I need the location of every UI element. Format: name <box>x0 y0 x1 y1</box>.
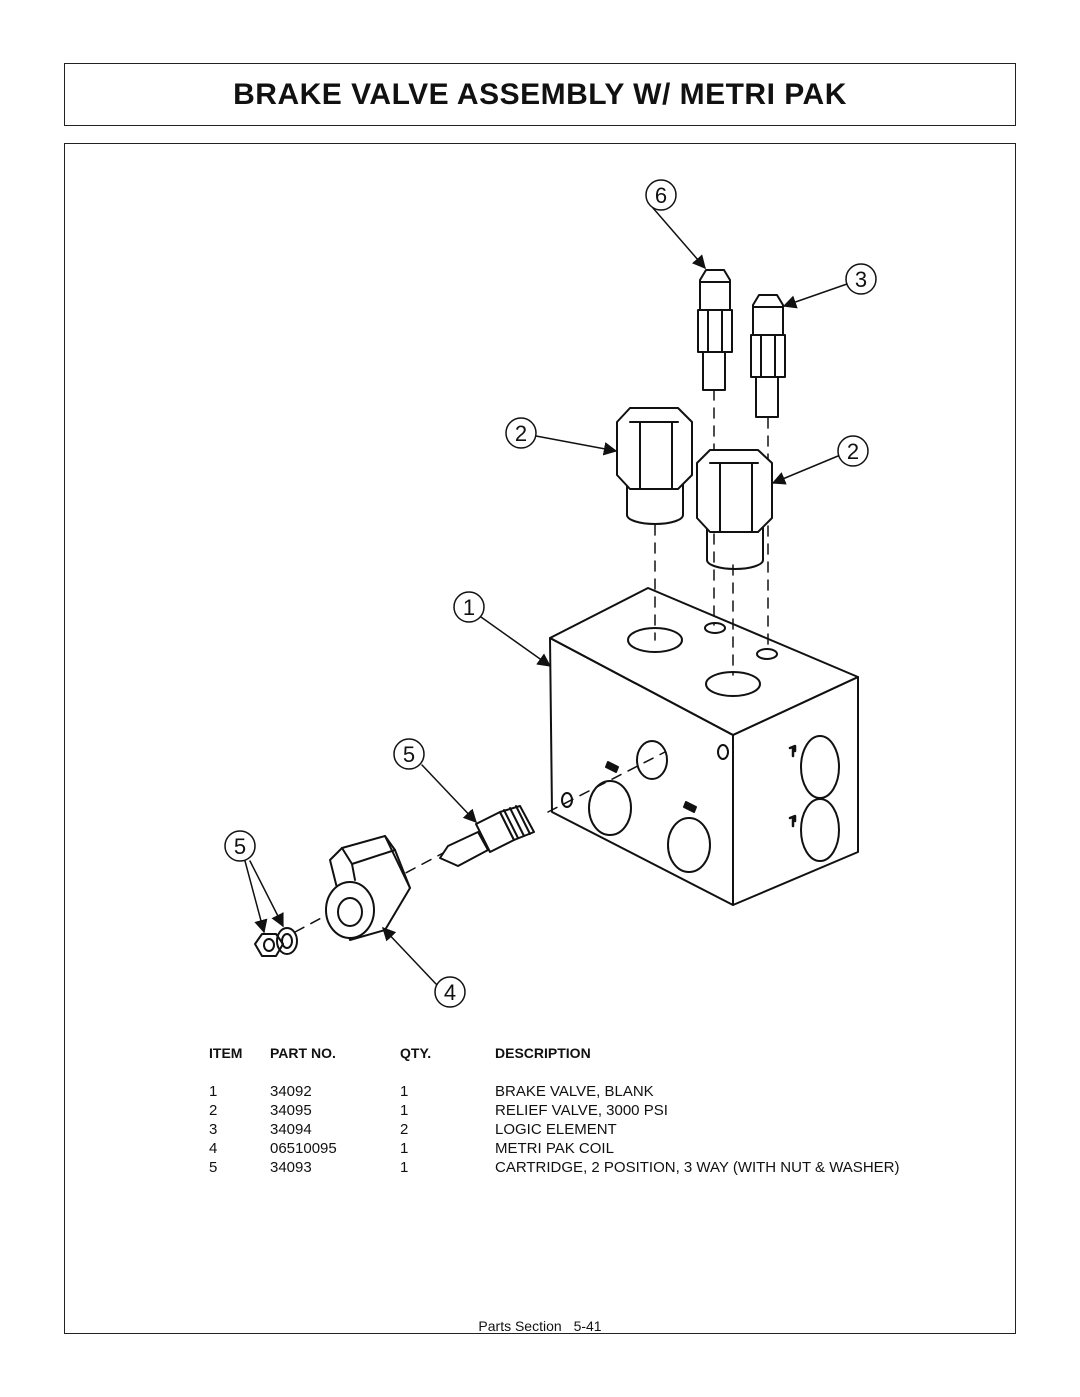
callout-6: 6 <box>645 179 677 211</box>
header-qty: QTY. <box>400 1045 432 1061</box>
callout-4: 4 <box>434 976 466 1008</box>
footer-page-number: 5-41 <box>573 1318 602 1334</box>
cell-item: 1 <box>209 1083 218 1100</box>
brake-valve-block <box>549 587 859 906</box>
svg-text:2: 2 <box>515 421 527 446</box>
cell-item: 4 <box>209 1140 218 1157</box>
exploded-view-diagram: 6 3 2 2 1 5 5 4 <box>224 179 877 1008</box>
callout-1: 1 <box>453 591 485 623</box>
metri-pak-coil <box>325 835 411 941</box>
cell-qty: 1 <box>400 1083 409 1100</box>
svg-text:3: 3 <box>855 267 867 292</box>
svg-text:5: 5 <box>403 742 415 767</box>
logic-element-left <box>697 269 733 391</box>
cell-description: LOGIC ELEMENT <box>495 1121 617 1138</box>
page-footer: Parts Section 5-41 <box>0 1318 1080 1334</box>
svg-text:6: 6 <box>655 183 667 208</box>
cell-description: METRI PAK COIL <box>495 1140 614 1157</box>
callout-2-left: 2 <box>505 417 537 449</box>
cell-part-no: 34094 <box>270 1121 312 1138</box>
svg-text:2: 2 <box>847 439 859 464</box>
cell-part-no: 34093 <box>270 1159 312 1176</box>
logic-element-right <box>750 294 786 418</box>
header-item: ITEM <box>209 1045 243 1061</box>
callout-2-right: 2 <box>837 435 869 467</box>
footer-section: Parts Section <box>478 1318 562 1334</box>
cell-part-no: 34092 <box>270 1083 312 1100</box>
cell-qty: 1 <box>400 1159 409 1176</box>
nut-and-washer <box>254 927 298 957</box>
svg-text:1: 1 <box>463 595 475 620</box>
cell-item: 3 <box>209 1121 218 1138</box>
callout-5-nut: 5 <box>224 830 256 862</box>
cell-qty: 2 <box>400 1121 409 1138</box>
page-title: BRAKE VALVE ASSEMBLY W/ METRI PAK <box>233 77 847 111</box>
title-box: BRAKE VALVE ASSEMBLY W/ METRI PAK <box>64 63 1016 126</box>
cell-description: RELIEF VALVE, 3000 PSI <box>495 1102 668 1119</box>
leader-arrows <box>244 207 848 985</box>
relief-valve-left <box>616 407 693 525</box>
cell-item: 2 <box>209 1102 218 1119</box>
callout-5-cartridge: 5 <box>393 738 425 770</box>
callout-3: 3 <box>845 263 877 295</box>
cell-description: BRAKE VALVE, BLANK <box>495 1083 654 1100</box>
cell-part-no: 34095 <box>270 1102 312 1119</box>
cartridge <box>439 805 535 867</box>
header-description: DESCRIPTION <box>495 1045 591 1061</box>
header-part-no: PART NO. <box>270 1045 336 1061</box>
cell-item: 5 <box>209 1159 218 1176</box>
svg-text:4: 4 <box>444 980 456 1005</box>
cell-part-no: 06510095 <box>270 1140 337 1157</box>
cell-qty: 1 <box>400 1140 409 1157</box>
cell-qty: 1 <box>400 1102 409 1119</box>
drawing-frame <box>64 143 1016 1334</box>
svg-text:5: 5 <box>234 834 246 859</box>
relief-valve-right <box>696 449 773 570</box>
cell-description: CARTRIDGE, 2 POSITION, 3 WAY (WITH NUT &… <box>495 1159 900 1176</box>
